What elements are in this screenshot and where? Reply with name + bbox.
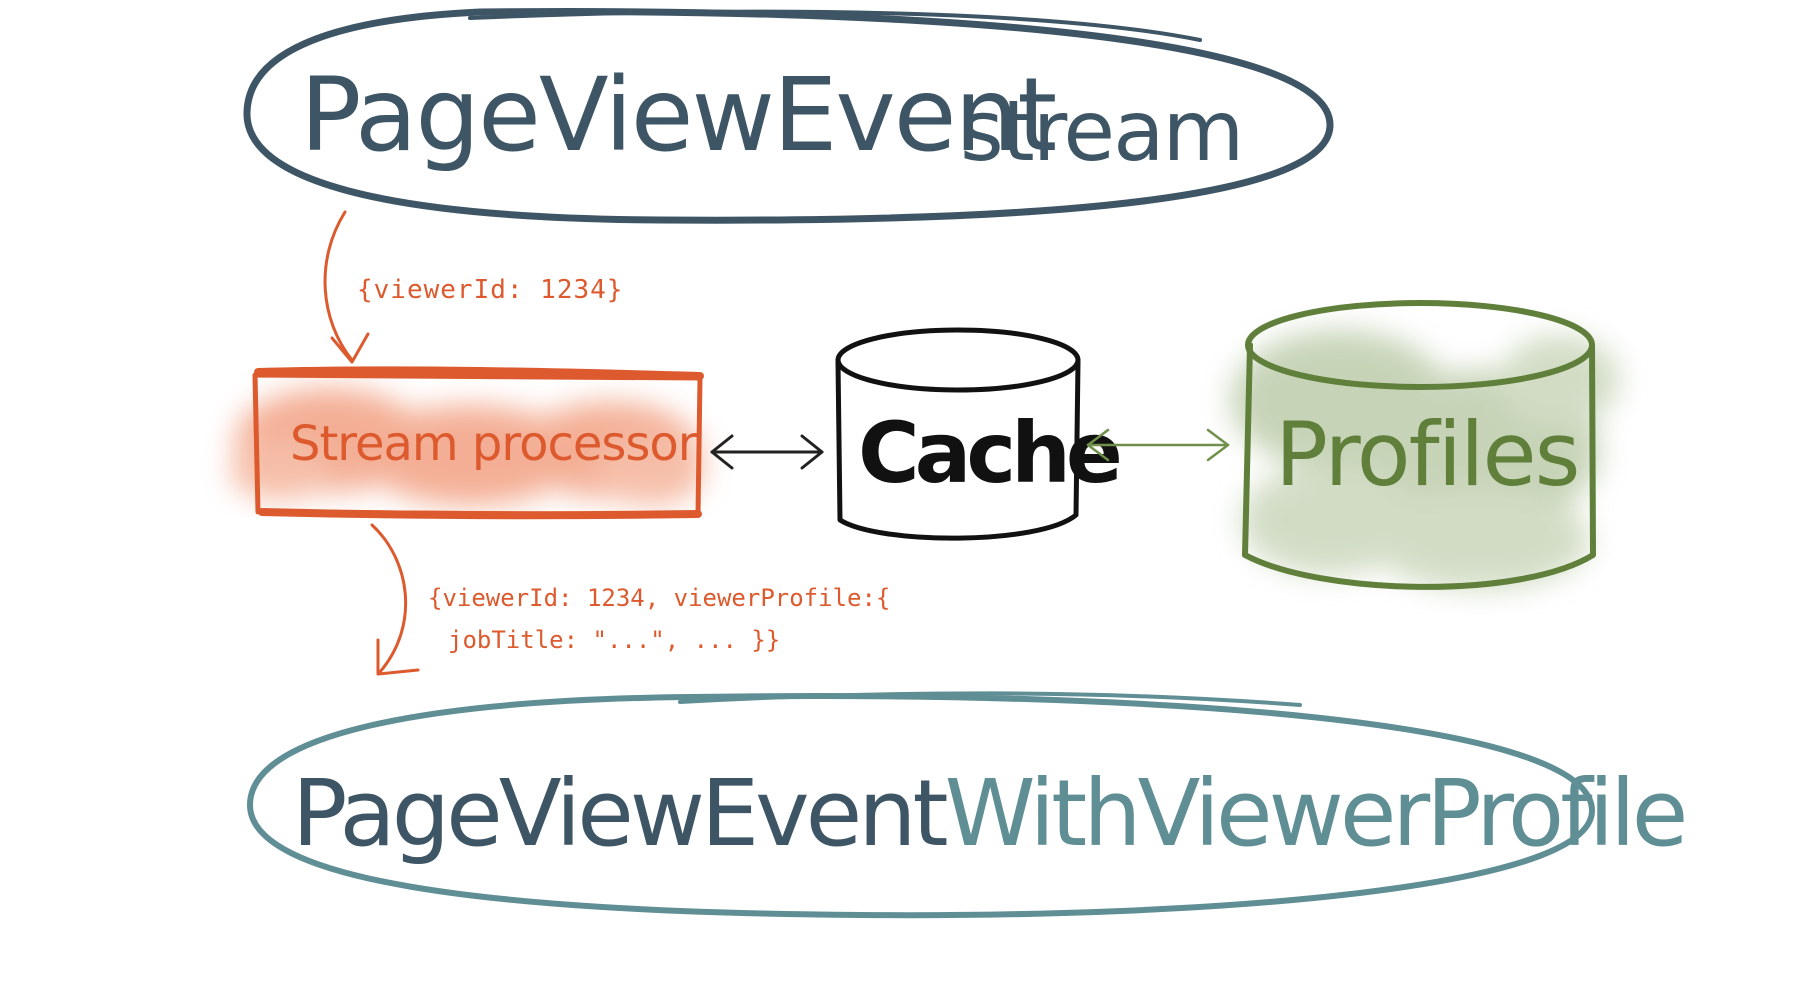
input-stream: PageViewEvent stream xyxy=(243,8,1334,224)
cache-profiles-arrow xyxy=(1086,428,1230,462)
profiles-label: Profiles xyxy=(1275,403,1578,506)
input-stream-outline-stroke2 xyxy=(468,9,1202,42)
output-stream: PageViewEventWithViewerProfile xyxy=(247,691,1688,919)
input-to-processor-arrow xyxy=(323,210,370,364)
cache: Cache xyxy=(835,327,1124,541)
input-stream-label-word2: stream xyxy=(960,82,1242,180)
input-stream-label-word1: PageViewEvent xyxy=(300,56,1055,175)
cache-top xyxy=(835,327,1081,393)
stream-processor: Stream processor xyxy=(230,366,705,520)
input-event-annotation: {viewerId: 1234} xyxy=(357,275,623,305)
output-stream-label-part2: WithViewerProfile xyxy=(945,760,1685,867)
cache-body xyxy=(835,359,1081,541)
input-stream-outline xyxy=(243,8,1334,224)
cache-label: Cache xyxy=(858,404,1119,502)
output-event-annotation-line1: {viewerId: 1234, viewerProfile:{ xyxy=(428,584,890,612)
output-event-annotation-line2: jobTitle: "...", ... }} xyxy=(448,626,780,654)
output-arrow-head xyxy=(376,638,420,676)
profiles-wash xyxy=(1230,330,1620,590)
processor-cache-arrow xyxy=(710,434,824,470)
processor-outline-bottom-heavy xyxy=(258,508,702,520)
profiles: Profiles xyxy=(1230,300,1620,590)
output-arrow-line xyxy=(370,523,408,674)
processor-to-output-arrow xyxy=(370,523,420,676)
output-stream-label-part1: PageViewEvent xyxy=(292,760,947,867)
profiles-body xyxy=(1242,342,1596,590)
output-stream-outline-stroke2 xyxy=(678,691,1302,707)
input-arrow-line xyxy=(323,210,354,362)
processor-label: Stream processor xyxy=(290,416,698,472)
output-stream-outline xyxy=(247,693,1596,919)
output-stream-label: PageViewEventWithViewerProfile xyxy=(292,760,1684,867)
processor-outline-top-heavy xyxy=(254,366,704,380)
input-arrow-head xyxy=(330,332,370,364)
